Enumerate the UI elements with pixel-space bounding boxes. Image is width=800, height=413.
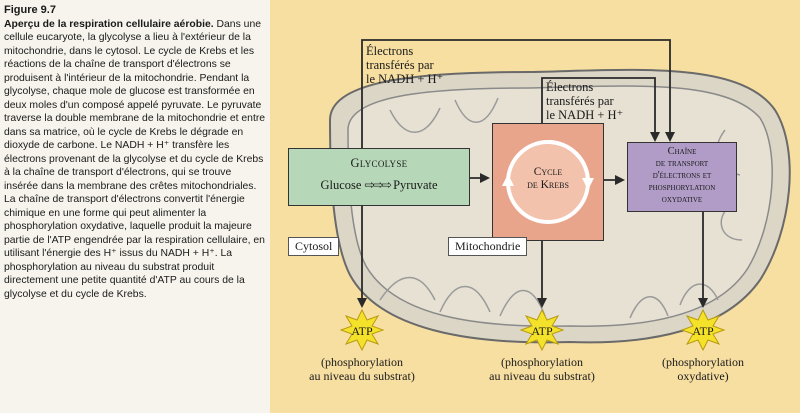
chain-line-5: oxydative [661, 194, 703, 205]
glycolyse-reaction: Glucose ⇨⇨⇨ Pyruvate [289, 177, 469, 193]
electrons-label-inner: Électrons transférés par le NADH + H⁺ [546, 80, 656, 122]
electron-chain-box: Chaîne de transport d'électrons et phosp… [627, 142, 737, 212]
chain-line-1: Chaîne [667, 146, 697, 157]
atp-note-1-line-2: au niveau du substrat) [309, 369, 415, 383]
caption-body: Dans une cellule eucaryote, la glycolyse… [4, 18, 266, 300]
chain-line-2: de transport [655, 158, 709, 169]
krebs-line-2: de Krebs [527, 179, 569, 191]
electrons-inner-line-3: le NADH + H⁺ [546, 108, 624, 122]
caption-title: Aperçu de la respiration cellulaire aéro… [4, 18, 214, 30]
pyruvate-label: Pyruvate [393, 178, 438, 192]
atp-note-2-line-2: au niveau du substrat) [489, 369, 595, 383]
cytosol-label: Cytosol [288, 237, 340, 256]
mitochondrie-label: Mitochondrie [448, 237, 528, 256]
electrons-inner-line-1: Électrons [546, 80, 594, 94]
atp-label-3: ATP [692, 324, 714, 338]
figure-label: Figure 9.7 [4, 4, 56, 16]
atp-label-2: ATP [531, 324, 553, 338]
respiration-diagram: Électrons transférés par le NADH + H⁺ Él… [270, 0, 800, 413]
electron-arrow-inner [541, 77, 660, 142]
glycolyse-title: Glycolyse [350, 156, 408, 170]
krebs-cycle-icon [502, 140, 594, 224]
atp-note-2: (phosphorylation au niveau du substrat) [472, 355, 612, 383]
atp-star-1 [339, 308, 385, 352]
electrons-outer-line-3: le NADH + H⁺ [366, 72, 444, 86]
chain-line-4: phosphorylation [648, 182, 716, 193]
atp-note-3-line-2: oxydative) [677, 369, 729, 383]
atp-note-1-line-1: (phosphorylation [321, 355, 403, 369]
chain-line-3: d'électrons et [652, 170, 712, 181]
atp-star-3 [680, 308, 726, 352]
atp-star-2 [519, 308, 565, 352]
atp-note-3-line-1: (phosphorylation [662, 355, 744, 369]
figure-caption: Figure 9.7 Aperçu de la respiration cell… [4, 4, 266, 301]
krebs-line-1: Cycle [533, 166, 563, 178]
electrons-label-outer: Électrons transférés par le NADH + H⁺ [366, 44, 476, 86]
electron-arrow-outer [361, 39, 675, 150]
atp-label-1: ATP [351, 324, 373, 338]
krebs-box: Cycle de Krebs [492, 123, 604, 241]
electrons-inner-line-2: transférés par [546, 94, 614, 108]
glycolyse-arrows-icon: ⇨⇨⇨ [364, 178, 392, 192]
atp-note-1: (phosphorylation au niveau du substrat) [292, 355, 432, 383]
electrons-outer-line-2: transférés par [366, 58, 434, 72]
krebs-label: Cycle de Krebs [493, 166, 603, 192]
glycolyse-box: Glycolyse Glucose ⇨⇨⇨ Pyruvate [288, 148, 470, 206]
glucose-label: Glucose [320, 178, 362, 192]
atp-note-3: (phosphorylation oxydative) [643, 355, 763, 383]
atp-note-2-line-1: (phosphorylation [501, 355, 583, 369]
electrons-outer-line-1: Électrons [366, 44, 414, 58]
